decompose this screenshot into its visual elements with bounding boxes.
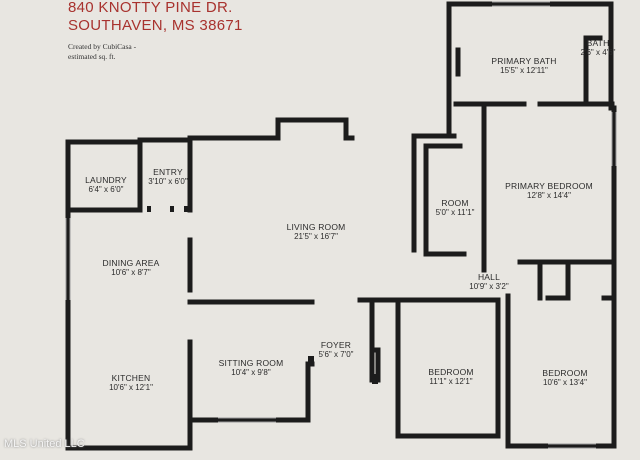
room-bedroom-2: BEDROOM 10'6" x 13'4" — [542, 368, 587, 387]
room-room: ROOM 5'0" x 11'1" — [436, 198, 475, 217]
window-primary-bath — [492, 1, 550, 7]
room-dims: 11'1" x 12'1" — [429, 377, 473, 386]
window-primary-bed — [611, 112, 617, 166]
room-dims: 2'6" x 4'6" — [580, 48, 616, 57]
room-primary-bath: PRIMARY BATH 15'5" x 12'11" — [491, 56, 556, 75]
room-hall: HALL 10'9" x 3'2" — [469, 272, 508, 291]
room-dims: 3'10" x 6'0" — [148, 177, 188, 186]
room-sitting-room: SITTING ROOM 10'4" x 9'8" — [219, 358, 284, 377]
door-mark — [372, 374, 378, 384]
room-dims: 15'5" x 12'11" — [500, 66, 548, 75]
wall-living-top — [187, 117, 355, 141]
window-bedroom2 — [548, 443, 596, 449]
window-sitting — [218, 417, 276, 423]
room-name: HALL — [477, 272, 501, 282]
room-dims: 6'4" x 6'0" — [88, 185, 124, 194]
room-dims: 10'9" x 3'2" — [469, 282, 509, 291]
room-dims: 10'4" x 9'8" — [231, 368, 271, 377]
room-name: BEDROOM — [542, 368, 588, 378]
room-name: KITCHEN — [111, 373, 151, 383]
credit-line-1: Created by CubiCasa - — [68, 42, 137, 51]
room-living-room: LIVING ROOM 21'5" x 16'7" — [287, 222, 346, 241]
room-name: LIVING ROOM — [286, 222, 346, 232]
room-dims: 5'0" x 11'1" — [435, 208, 475, 217]
credit-line-2: estimated sq. ft. — [68, 52, 116, 61]
room-dims: 5'6" x 7'0" — [318, 350, 354, 359]
window-dining — [65, 218, 71, 300]
room-name: LAUNDRY — [85, 175, 127, 185]
room-name: PRIMARY BATH — [491, 56, 557, 66]
wall-room — [411, 133, 487, 273]
wall-hall-step — [545, 259, 571, 301]
door-mark — [184, 206, 188, 212]
room-bedroom-1: BEDROOM 11'1" x 12'1" — [428, 367, 473, 386]
room-name: FOYER — [320, 340, 352, 350]
room-dims: 10'6" x 13'4" — [543, 378, 587, 387]
room-dims: 10'6" x 8'7" — [111, 268, 151, 277]
room-name: ENTRY — [153, 167, 183, 177]
room-kitchen: KITCHEN 10'6" x 12'1" — [109, 373, 153, 392]
room-foyer: FOYER 5'6" x 7'0" — [319, 340, 354, 359]
room-dims: 10'6" x 12'1" — [109, 383, 153, 392]
room-name: ROOM — [441, 198, 469, 208]
room-name: BEDROOM — [428, 367, 474, 377]
wall-left-outer — [65, 139, 193, 451]
address-line-1: 840 KNOTTY PINE DR. — [68, 0, 233, 16]
wall-laundry — [65, 139, 143, 213]
door-mark — [170, 206, 174, 212]
wall-primary-suite-outer — [446, 1, 617, 303]
wall-foyer-right — [357, 297, 375, 383]
room-name: BATH — [586, 38, 610, 48]
room-dims: 12'8" x 14'4" — [527, 191, 571, 200]
address-line-2: SOUTHAVEN, MS 38671 — [68, 17, 243, 34]
room-primary-bedroom: PRIMARY BEDROOM 12'8" x 14'4" — [505, 181, 593, 200]
wall-foyer-step — [369, 347, 381, 383]
door-mark — [147, 206, 151, 212]
wall-bedroom1 — [395, 297, 501, 439]
room-laundry: LAUNDRY 6'4" x 6'0" — [85, 175, 127, 194]
watermark: MLS United LLC — [4, 438, 85, 450]
room-name: PRIMARY BEDROOM — [505, 181, 593, 191]
door-mark — [308, 356, 314, 366]
room-bath: BATH 2'6" x 4'6" — [581, 38, 616, 57]
room-dims: 21'5" x 16'7" — [294, 232, 338, 241]
room-entry: ENTRY 3'10" x 6'0" — [148, 167, 187, 186]
room-name: SITTING ROOM — [218, 358, 284, 368]
room-dining-area: DINING AREA 10'6" x 8'7" — [103, 258, 160, 277]
room-name: DINING AREA — [102, 258, 160, 268]
wall-bedroom2 — [505, 293, 617, 449]
